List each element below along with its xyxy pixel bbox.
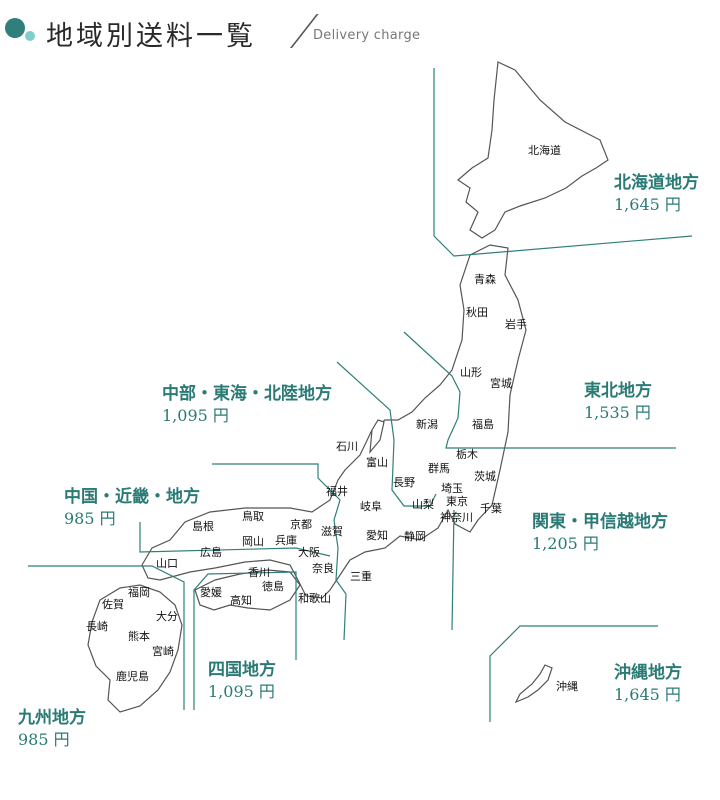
region-price: 985 円 (64, 508, 116, 528)
pref-gifu: 岐阜 (360, 500, 382, 513)
pref-toyama: 富山 (366, 455, 388, 469)
pref-akita: 秋田 (466, 305, 488, 319)
kyushu-region-line (28, 565, 185, 710)
pref-shimane: 島根 (192, 519, 214, 533)
region-price: 1,095 円 (208, 681, 275, 701)
pref-fukushima: 福島 (472, 417, 494, 431)
pref-shizuoka: 静岡 (404, 529, 426, 543)
pref-fukui: 福井 (326, 484, 348, 498)
region-name: 四国地方 (208, 660, 276, 680)
pref-kagoshima: 鹿児島 (116, 669, 149, 683)
pref-kagawa: 香川 (248, 566, 270, 579)
region-chugoku-kinki: 中国・近畿・地方 985 円 (64, 486, 200, 530)
title-bullet-icon (5, 18, 25, 38)
title-bullet-accent-icon (25, 31, 35, 41)
region-name: 北海道地方 (614, 173, 699, 193)
pref-tokyo: 東京 (446, 494, 468, 508)
region-price: 1,095 円 (162, 405, 229, 425)
region-name: 東北地方 (584, 381, 652, 401)
region-okinawa: 沖縄地方 1,645 円 (614, 662, 682, 706)
pref-chiba: 千葉 (480, 501, 502, 515)
pref-oita: 大分 (156, 609, 178, 623)
region-price: 1,205 円 (532, 533, 599, 553)
pref-miyagi: 宮城 (490, 376, 512, 390)
pref-mie: 三重 (350, 569, 372, 583)
pref-yamaguchi: 山口 (156, 557, 178, 570)
region-name: 沖縄地方 (614, 663, 682, 683)
region-chubu-tokai-hokuriku: 中部・東海・北陸地方 1,095 円 (162, 383, 332, 427)
pref-ibaraki: 茨城 (474, 469, 496, 483)
region-hokkaido: 北海道地方 1,645 円 (614, 172, 699, 216)
pref-hyogo: 兵庫 (275, 533, 297, 547)
pref-gunma: 群馬 (428, 461, 450, 475)
pref-miyazaki: 宮崎 (152, 644, 174, 658)
pref-okinawa: 沖縄 (556, 679, 578, 693)
pref-nagano: 長野 (393, 476, 415, 489)
pref-kochi: 高知 (230, 593, 252, 607)
pref-ishikawa: 石川 (336, 440, 358, 453)
hokkaido-shape (457, 61, 609, 239)
chubu-region-line-2 (212, 463, 347, 641)
page-title: 地域別送料一覧 (46, 21, 256, 52)
pref-hokkaido: 北海道 (528, 143, 561, 157)
kyushu-shape (87, 584, 183, 713)
pref-kyoto: 京都 (290, 517, 312, 531)
pref-fukuoka: 福岡 (128, 585, 150, 599)
region-price: 1,645 円 (614, 194, 681, 214)
pref-saga: 佐賀 (102, 597, 124, 611)
pref-nagasaki: 長崎 (86, 619, 108, 633)
region-shikoku: 四国地方 1,095 円 (208, 659, 276, 703)
pref-osaka: 大阪 (298, 545, 320, 559)
region-name: 中部・東海・北陸地方 (162, 384, 332, 404)
pref-nara: 奈良 (312, 561, 334, 575)
pref-kanagawa: 神奈川 (440, 510, 473, 524)
pref-tokushima: 徳島 (262, 579, 284, 593)
chubu-region-line (336, 361, 437, 507)
region-kyushu: 九州地方 985 円 (18, 707, 86, 751)
okinawa-shape (514, 664, 553, 704)
pref-niigata: 新潟 (416, 417, 438, 431)
pref-kumamoto: 熊本 (128, 629, 150, 643)
kanto-region-line (451, 509, 455, 631)
region-price: 985 円 (18, 729, 70, 749)
pref-yamanashi: 山梨 (412, 497, 434, 511)
pref-wakayama: 和歌山 (298, 591, 331, 605)
pref-shiga: 滋賀 (321, 525, 343, 538)
tohoku-region-line (403, 331, 676, 449)
header: 地域別送料一覧 Delivery charge (0, 0, 720, 56)
pref-aichi: 愛知 (366, 528, 388, 542)
region-name: 関東・甲信越地方 (532, 512, 668, 532)
region-kanto-koshinetsu: 関東・甲信越地方 1,205 円 (532, 511, 668, 555)
pref-iwate: 岩手 (505, 317, 527, 331)
page-subtitle: Delivery charge (313, 28, 421, 43)
pref-tottori: 鳥取 (242, 509, 264, 523)
region-tohoku: 東北地方 1,535 円 (584, 380, 652, 424)
pref-aomori: 青森 (474, 272, 496, 286)
region-name: 九州地方 (18, 708, 86, 728)
pref-okayama: 岡山 (242, 535, 264, 548)
pref-ehime: 愛媛 (200, 585, 222, 599)
okinawa-region-line (489, 625, 658, 722)
hokkaido-region-line (433, 68, 693, 257)
pref-hiroshima: 広島 (200, 545, 222, 559)
region-name: 中国・近畿・地方 (64, 487, 200, 507)
chugoku-region-line (139, 522, 331, 557)
region-price: 1,645 円 (614, 684, 681, 704)
pref-yamagata: 山形 (460, 366, 482, 379)
noto-shape (369, 419, 385, 454)
pref-tochigi: 栃木 (456, 447, 478, 461)
pref-saitama: 埼玉 (441, 481, 463, 495)
shikoku-shape (194, 569, 301, 611)
region-price: 1,535 円 (584, 402, 651, 422)
shikoku-region-line (193, 571, 297, 710)
